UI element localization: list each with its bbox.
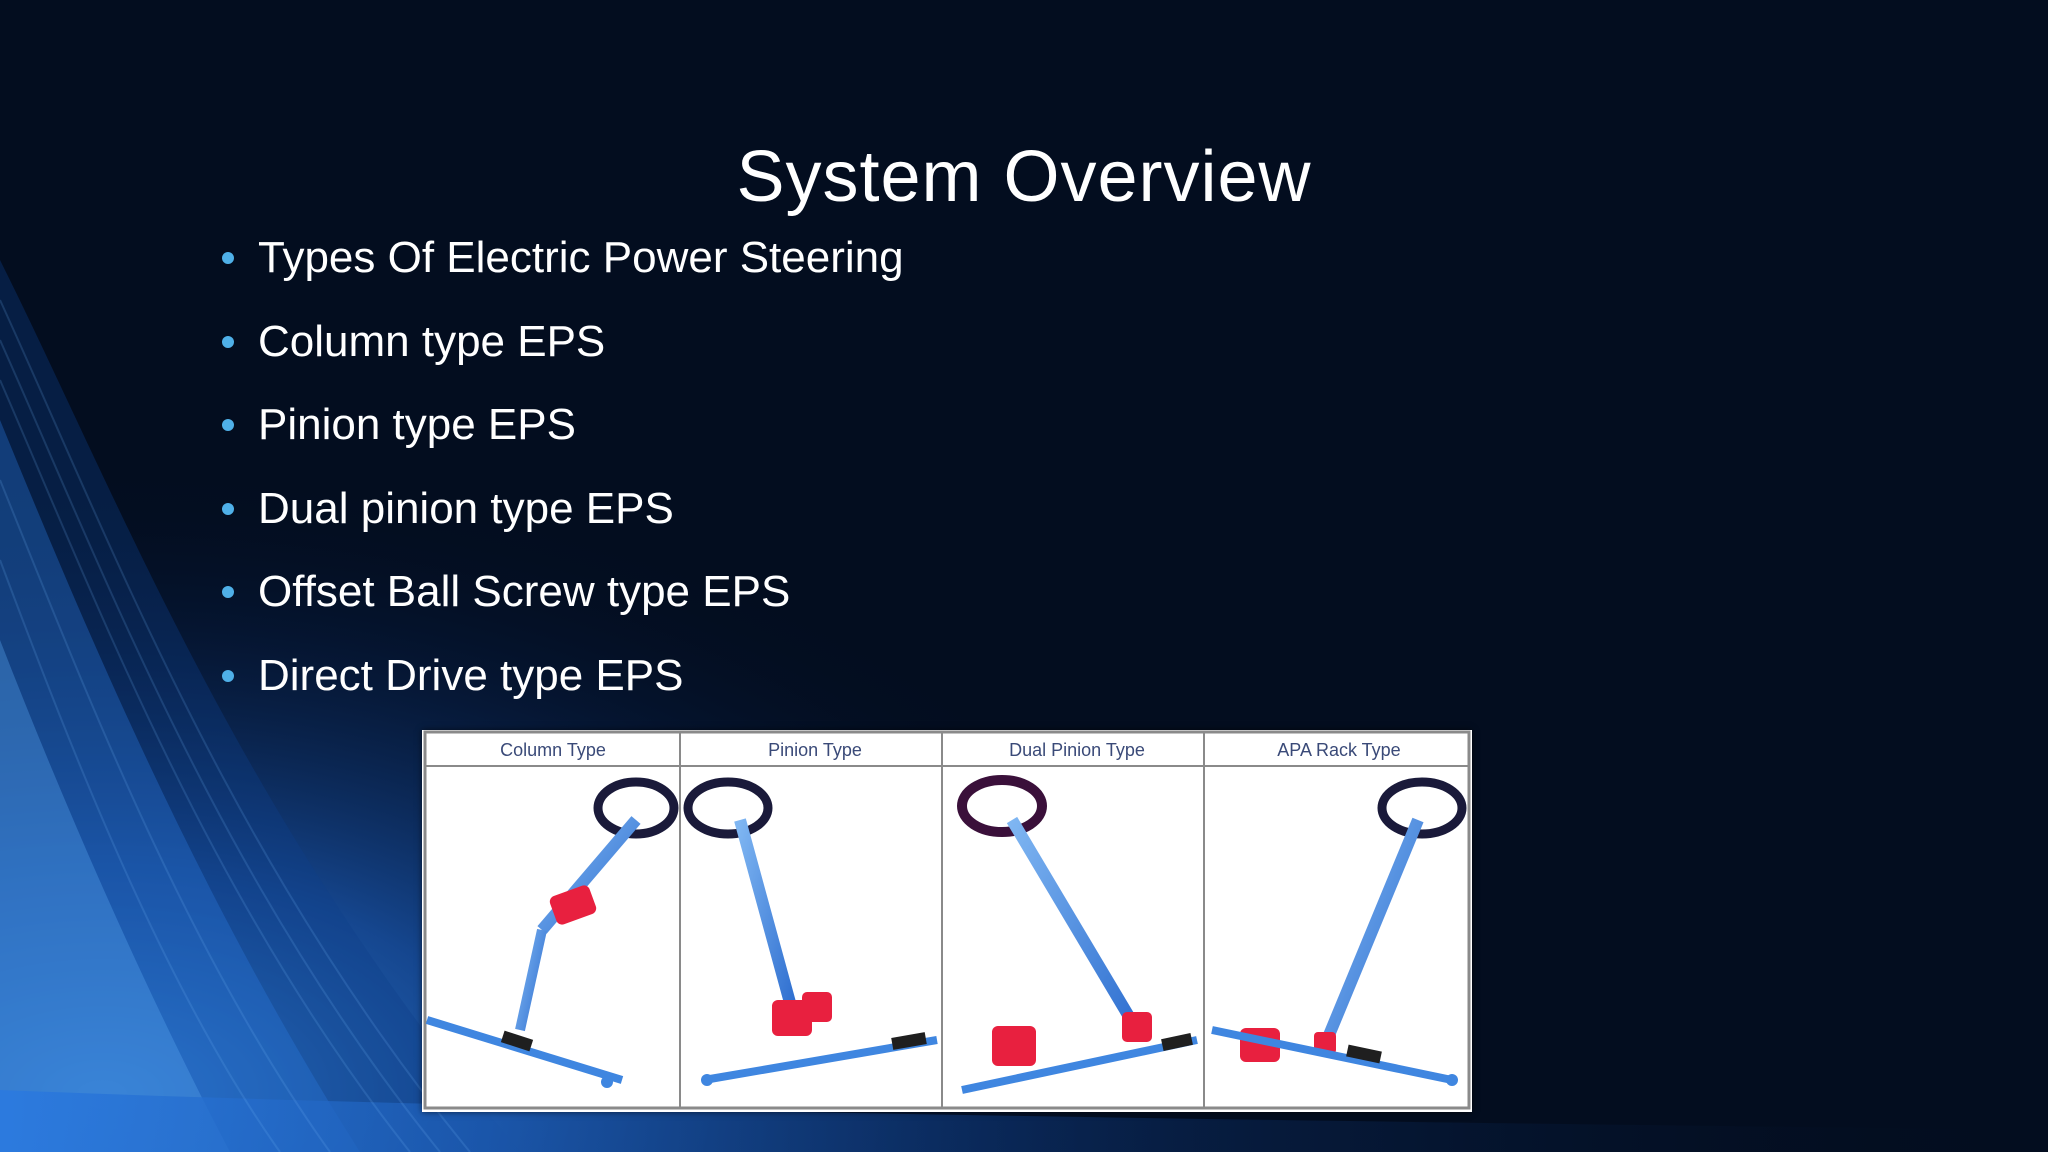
bullet-dot-icon [222, 419, 234, 431]
eps-diagram-illustration [423, 730, 1471, 1110]
bullet-dot-icon [222, 586, 234, 598]
apa-rack-type-illustration [1211, 777, 1467, 1086]
bullet-text: Types Of Electric Power Steering [258, 233, 904, 282]
bullet-text: Column type EPS [258, 316, 606, 366]
bullet-text: Pinion type EPS [258, 400, 576, 449]
eps-types-figure: Column Type Pinion Type Dual Pinion Type… [422, 730, 1472, 1112]
bullet-text: Direct Drive type EPS [258, 650, 684, 700]
panel-label-apa-rack: APA Rack Type [1277, 740, 1401, 760]
panel-label-pinion: Pinion Type [768, 740, 862, 760]
panel-label-column: Column Type [500, 740, 606, 760]
slide-title: System Overview [736, 137, 1312, 217]
dual-pinion-type-illustration [957, 775, 1198, 1094]
column-type-illustration [425, 777, 679, 1088]
bullet-dot-icon [222, 335, 234, 348]
bullet-dot-icon [222, 252, 234, 264]
pinion-type-illustration [683, 777, 938, 1086]
bullet-text: Offset Ball Screw type EPS [258, 567, 791, 616]
bullet-dot-icon [222, 669, 234, 682]
panel-label-dual-pinion: Dual Pinion Type [1009, 740, 1145, 760]
bullet-dot-icon [222, 502, 234, 515]
bullet-text: Dual pinion type EPS [258, 483, 674, 533]
